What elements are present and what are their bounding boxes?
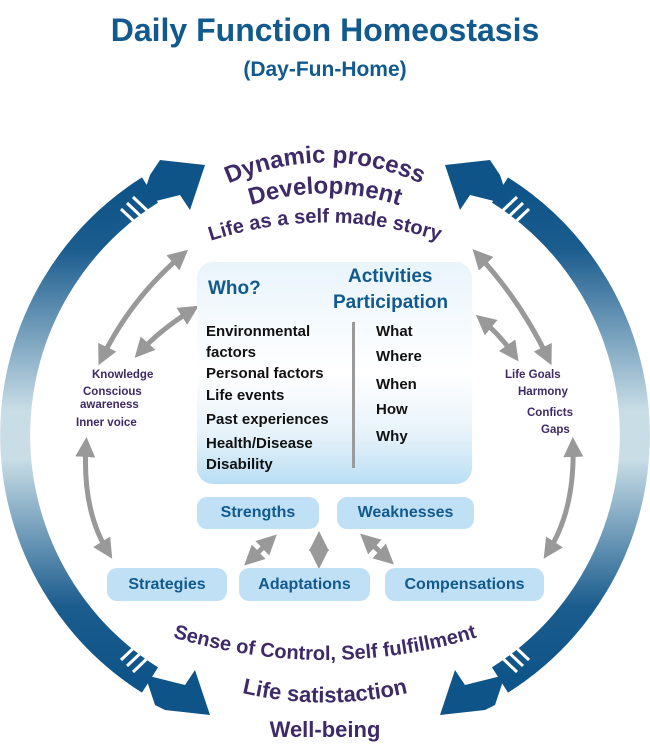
strategies-box: Strategies <box>107 568 227 601</box>
factor-item: Disability <box>206 456 273 473</box>
question-item: What <box>376 323 413 340</box>
left-arrow-head-down <box>145 670 210 715</box>
question-item: Why <box>376 428 408 445</box>
right-arrow-head-down <box>440 670 505 715</box>
arrow-strengths-strategies <box>244 534 277 566</box>
left-label-inner-voice: Inner voice <box>76 417 137 429</box>
question-item: Where <box>376 348 422 365</box>
factor-item: Environmental <box>206 323 311 340</box>
left-arrow-head-up <box>140 160 205 210</box>
top-arc-line2: Development <box>245 172 405 211</box>
right-arrow-head-up <box>445 160 510 210</box>
questions-list: What Where When How Why <box>376 321 422 447</box>
right-label-harmony: Harmony <box>518 386 568 398</box>
factor-item: Personal factors <box>206 365 324 382</box>
factor-item: Health/Disease <box>206 435 313 452</box>
right-label-conflicts: Conficts <box>527 407 573 419</box>
factor-item: Past experiences <box>206 411 329 428</box>
bottom-arc-line3: Well-being <box>270 717 381 742</box>
factors-list: Environmental factors Personal factors L… <box>206 321 329 475</box>
left-cycle-arrow <box>0 160 210 715</box>
left-label-awareness: awareness <box>80 399 139 411</box>
arrow-right-inner <box>475 314 519 362</box>
left-label-knowledge: Knowledge <box>92 369 154 381</box>
arrow-left-outer <box>98 249 189 366</box>
factor-item: factors <box>206 344 257 361</box>
diagram-subtitle: (Day-Fun-Home) <box>243 58 407 81</box>
left-label-conscious: Conscious <box>83 386 142 398</box>
right-cycle-arrow <box>440 160 650 715</box>
bottom-arc-line1: Sense of Control, Self fulfillment <box>171 621 479 665</box>
gray-connectors <box>75 249 584 569</box>
center-divider <box>352 322 355 468</box>
arrow-right-outer <box>472 249 552 366</box>
arrow-left-inner <box>134 305 199 358</box>
bottom-arc-line2: Life satistaction <box>241 673 409 707</box>
arrow-left-lower <box>75 437 113 559</box>
diagram-title: Daily Function Homeostasis <box>110 12 540 48</box>
question-item: When <box>376 376 417 393</box>
strengths-box: Strengths <box>197 497 319 529</box>
question-item: How <box>376 401 408 418</box>
who-heading: Who? <box>208 278 261 299</box>
right-label-gaps: Gaps <box>541 424 570 436</box>
top-arc-line3: Life as a self made story <box>206 205 445 245</box>
arrow-right-lower <box>543 437 584 559</box>
adaptations-box: Adaptations <box>239 568 370 601</box>
activities-heading: Activities <box>348 266 433 287</box>
compensations-box: Compensations <box>385 568 544 601</box>
center-panel <box>197 262 472 484</box>
participation-heading: Participation <box>333 292 449 313</box>
weaknesses-box: Weaknesses <box>337 497 474 529</box>
arrow-weaknesses-compensations <box>360 533 394 565</box>
right-label-life-goals: Life Goals <box>505 369 561 381</box>
factor-item: Life events <box>206 387 285 404</box>
